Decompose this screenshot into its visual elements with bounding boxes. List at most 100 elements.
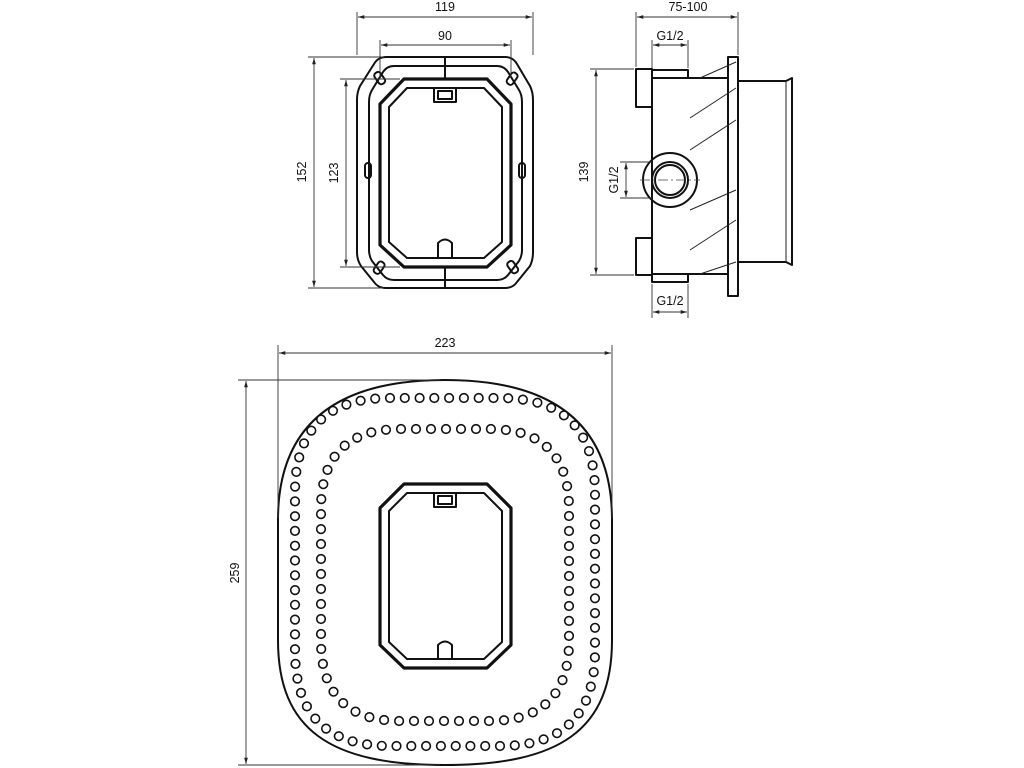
front-top-clip	[433, 87, 457, 103]
plate-top-clip-inner	[437, 495, 453, 505]
mounting-hole	[589, 563, 601, 574]
front-inner-box	[378, 77, 513, 269]
mounting-hole	[498, 715, 510, 726]
mounting-hole	[315, 628, 327, 640]
mounting-hole	[563, 630, 575, 642]
side-box-body	[651, 77, 729, 275]
mounting-hole	[513, 712, 524, 723]
mounting-hole	[329, 451, 340, 462]
mounting-hole	[589, 504, 601, 515]
mounting-hole	[290, 481, 301, 492]
mounting-hole	[341, 399, 352, 410]
mounting-hole	[316, 414, 327, 425]
mounting-hole	[384, 392, 396, 404]
mounting-hole	[589, 637, 601, 648]
mounting-hole	[563, 570, 575, 582]
mounting-hole	[391, 740, 402, 752]
mounting-hole	[585, 681, 596, 692]
front-slot-tl	[373, 70, 387, 86]
plate-bottom-clip	[437, 640, 453, 659]
side-flange-plate	[727, 56, 739, 297]
mounting-hole	[589, 652, 601, 663]
mounting-hole	[364, 711, 375, 723]
plate-top-clip	[433, 492, 457, 508]
mounting-hole	[423, 715, 435, 727]
mounting-hole	[414, 392, 425, 404]
mounting-hole	[473, 392, 484, 404]
mounting-hole	[421, 740, 432, 752]
mounting-hole	[328, 686, 339, 697]
mounting-hole	[315, 523, 327, 535]
mounting-hole	[470, 423, 482, 435]
mounting-hole	[563, 600, 575, 612]
mounting-hole	[291, 466, 302, 478]
mounting-hole	[289, 629, 301, 640]
mounting-hole	[429, 392, 440, 404]
mounting-hole	[589, 607, 601, 619]
dim-side-thread-top: G1/2	[656, 29, 683, 43]
mounting-hole	[322, 464, 333, 476]
mounting-hole	[557, 674, 568, 686]
mounting-hole	[563, 555, 575, 567]
front-slot-left	[364, 162, 372, 179]
mounting-hole	[438, 715, 450, 727]
mounting-hole	[587, 460, 598, 471]
mounting-hole	[550, 688, 561, 699]
mounting-hole	[425, 423, 437, 435]
front-slot-br	[506, 259, 520, 275]
front-slot-bl	[372, 260, 386, 275]
mounting-hole	[563, 645, 574, 657]
mounting-hole	[295, 687, 307, 699]
mounting-hole	[376, 740, 387, 751]
mounting-hole	[529, 433, 540, 444]
mounting-hole	[379, 714, 390, 726]
front-inner-box-rim	[388, 87, 503, 259]
mounting-hole	[315, 613, 327, 625]
mounting-hole	[347, 736, 358, 747]
dim-side-thread-bottom: G1/2	[656, 294, 683, 308]
mounting-hole	[480, 740, 491, 752]
front-bottom-clip	[437, 238, 453, 258]
mounting-hole	[588, 666, 599, 678]
mounting-hole	[321, 673, 332, 684]
mounting-hole	[316, 643, 327, 655]
mounting-hole	[563, 615, 575, 627]
mounting-hole	[315, 538, 327, 550]
side-collar	[738, 77, 793, 266]
mounting-hole	[406, 740, 417, 752]
dim-side-thread-side: G1/2	[607, 166, 621, 193]
mounting-hole	[573, 708, 584, 719]
dim-front-height-inner: 123	[327, 163, 341, 184]
mounting-hole	[395, 423, 407, 435]
mounting-hole	[370, 393, 381, 404]
plate-inner-box	[378, 482, 513, 670]
plate-inner-box-rim	[388, 492, 503, 660]
mounting-hole	[455, 423, 467, 435]
plate-view: 223 259	[228, 336, 613, 766]
mounting-hole	[394, 715, 405, 727]
mounting-hole	[315, 598, 327, 610]
mounting-hole	[563, 585, 575, 597]
mounting-hole	[350, 706, 361, 717]
mounting-hole	[563, 719, 575, 730]
plate-hole-pattern	[289, 392, 601, 752]
mounting-hole	[532, 397, 543, 408]
mounting-hole	[292, 673, 303, 684]
mounting-hole	[355, 395, 366, 406]
side-lug-bottom	[635, 237, 653, 276]
mounting-hole	[483, 715, 495, 727]
mounting-hole	[289, 540, 301, 551]
mounting-hole	[561, 660, 572, 671]
dim-side-height: 139	[577, 162, 591, 183]
mounting-hole	[527, 707, 538, 718]
mounting-hole	[380, 424, 392, 435]
mounting-hole	[289, 614, 301, 625]
front-view: 119 90 152 123	[295, 0, 534, 289]
mounting-hole	[563, 495, 574, 507]
mounting-hole	[541, 441, 552, 453]
mounting-hole	[321, 723, 332, 734]
mounting-hole	[315, 553, 327, 565]
mounting-hole	[315, 508, 327, 520]
mounting-hole	[551, 453, 562, 464]
